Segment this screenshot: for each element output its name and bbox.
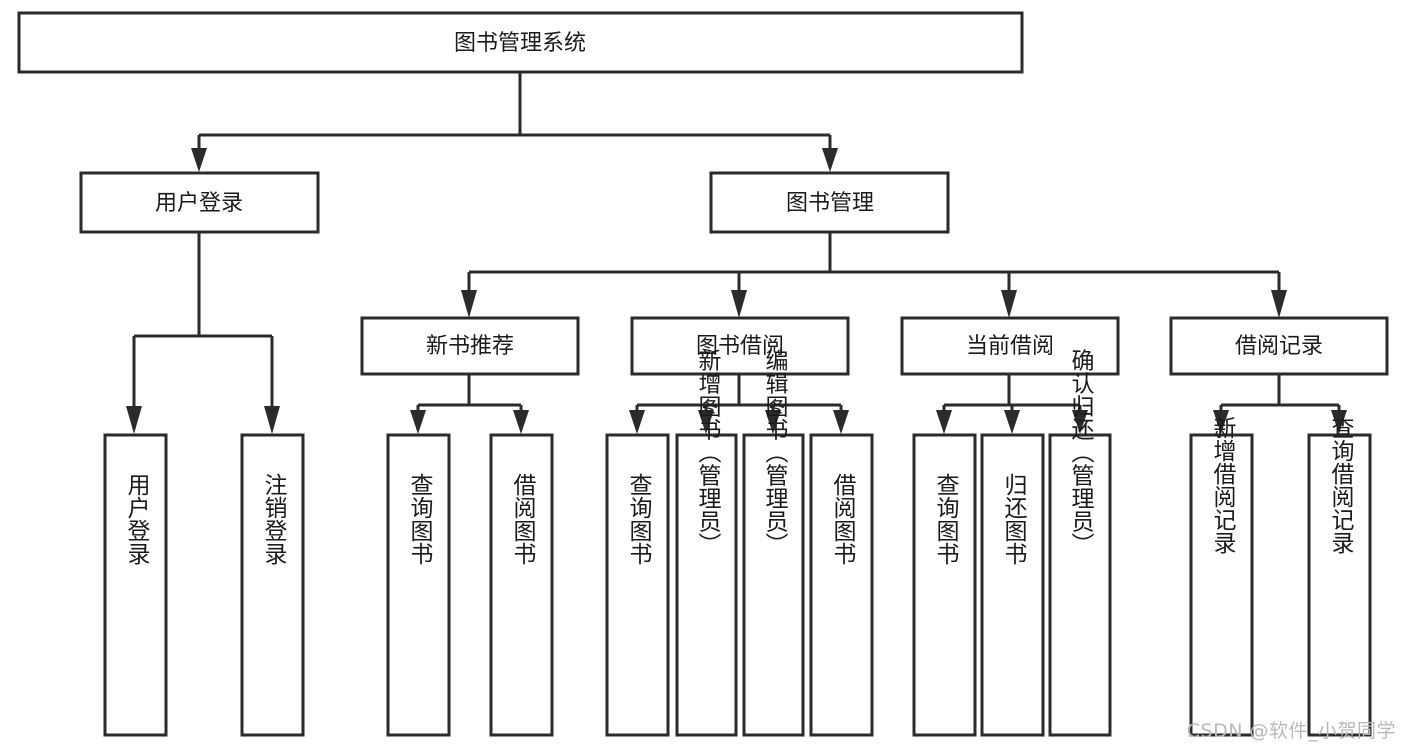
node-leaf-query-record-label: 查询借阅记录	[1327, 416, 1355, 554]
node-leaf-borrow-book-1[interactable]: 借阅图书	[489, 433, 554, 737]
arrowhead-new-book-rec	[461, 290, 477, 318]
node-current-borrow-label: 当前借阅	[966, 334, 1054, 359]
node-leaf-confirm-return-label: 确认归还（管理员）	[1067, 349, 1095, 556]
arrowhead-book-manage	[822, 148, 838, 172]
arrowhead-book-borrow	[731, 290, 747, 318]
node-leaf-borrow-book-1-label: 借阅图书	[509, 473, 537, 565]
node-book-borrow[interactable]: 图书借阅	[630, 316, 850, 376]
node-leaf-query-book-1[interactable]: 查询图书	[386, 433, 451, 737]
node-leaf-query-book-2[interactable]: 查询图书	[605, 433, 670, 737]
node-leaf-add-record[interactable]: 新增借阅记录	[1189, 416, 1254, 737]
node-leaf-confirm-return[interactable]: 确认归还（管理员）	[1048, 349, 1112, 737]
node-leaf-edit-book-box[interactable]	[742, 433, 805, 737]
node-leaf-user-login-box[interactable]	[103, 433, 168, 737]
node-current-borrow[interactable]: 当前借阅	[900, 316, 1120, 376]
arrowhead-leaf-query-book-2	[629, 410, 645, 434]
node-leaf-query-record-box[interactable]	[1307, 433, 1372, 737]
connectors-current-borrow-children	[936, 375, 1088, 434]
node-user-login-label: 用户登录	[155, 191, 243, 216]
node-leaf-return-book-box[interactable]	[980, 433, 1045, 737]
node-root-box[interactable]	[17, 11, 1024, 74]
node-leaf-borrow-book-1-box[interactable]	[489, 433, 554, 737]
node-leaf-user-logout-box[interactable]	[240, 433, 305, 737]
arrowhead-user-login	[191, 148, 207, 172]
arrowhead-leaf-query-book-3	[936, 410, 952, 434]
connectors-new-book-rec-children	[410, 375, 529, 434]
node-leaf-query-record[interactable]: 查询借阅记录	[1307, 416, 1372, 737]
node-new-book-rec-box[interactable]	[360, 316, 580, 376]
node-borrow-record-box[interactable]	[1169, 316, 1389, 376]
node-leaf-user-logout-label: 注销登录	[260, 473, 288, 565]
node-leaf-add-book-label: 新增图书（管理员）	[694, 349, 722, 556]
node-current-borrow-box[interactable]	[900, 316, 1120, 376]
node-borrow-record-label: 借阅记录	[1235, 334, 1323, 359]
connectors-root-to-level1	[191, 72, 838, 172]
node-borrow-record[interactable]: 借阅记录	[1169, 316, 1389, 376]
arrowhead-leaf-borrow-book-1	[513, 410, 529, 434]
node-leaf-user-login[interactable]: 用户登录	[103, 433, 168, 737]
node-leaf-query-book-3-label: 查询图书	[932, 473, 960, 565]
connectors-book-manage-children	[461, 233, 1287, 318]
node-root-label: 图书管理系统	[454, 31, 586, 56]
node-leaf-return-book-label: 归还图书	[1000, 473, 1028, 565]
node-leaf-user-logout[interactable]: 注销登录	[240, 433, 305, 737]
node-user-login[interactable]: 用户登录	[79, 171, 320, 234]
node-leaf-borrow-book-2[interactable]: 借阅图书	[809, 433, 874, 737]
node-leaf-add-record-box[interactable]	[1189, 433, 1254, 737]
arrowhead-leaf-user-login	[126, 406, 142, 434]
node-leaf-return-book[interactable]: 归还图书	[980, 433, 1045, 737]
node-leaf-query-book-1-box[interactable]	[386, 433, 451, 737]
node-book-borrow-label: 图书借阅	[696, 334, 784, 359]
node-leaf-add-book-box[interactable]	[675, 433, 738, 737]
node-leaf-query-book-1-label: 查询图书	[406, 473, 434, 565]
node-leaf-query-book-3-box[interactable]	[912, 433, 977, 737]
arrowhead-leaf-edit-book	[765, 410, 781, 434]
arrowhead-leaf-query-book-1	[410, 410, 426, 434]
node-leaf-borrow-book-2-box[interactable]	[809, 433, 874, 737]
node-user-login-box[interactable]	[79, 171, 320, 234]
node-leaf-edit-book[interactable]: 编辑图书（管理员）	[742, 349, 805, 737]
node-leaf-confirm-return-box[interactable]	[1048, 433, 1112, 737]
node-book-borrow-box[interactable]	[630, 316, 850, 376]
connectors-user-login-children	[126, 233, 280, 434]
node-leaf-query-book-2-box[interactable]	[605, 433, 670, 737]
arrowhead-leaf-add-book	[698, 410, 714, 434]
node-leaf-edit-book-label: 编辑图书（管理员）	[761, 349, 789, 556]
node-leaf-borrow-book-2-label: 借阅图书	[829, 473, 857, 565]
connectors-book-borrow-children	[629, 375, 849, 434]
node-book-manage-box[interactable]	[709, 171, 950, 234]
arrowhead-leaf-return-book	[1004, 410, 1020, 434]
node-leaf-query-book-3[interactable]: 查询图书	[912, 433, 977, 737]
arrowhead-leaf-confirm-return	[1072, 410, 1088, 434]
node-leaf-query-book-2-label: 查询图书	[625, 473, 653, 565]
connectors-borrow-record-children	[1213, 375, 1347, 434]
arrowhead-leaf-query-record	[1331, 410, 1347, 434]
node-book-manage-label: 图书管理	[786, 191, 874, 216]
node-book-manage[interactable]: 图书管理	[709, 171, 950, 234]
arrowhead-leaf-add-record	[1213, 410, 1229, 434]
node-leaf-add-book[interactable]: 新增图书（管理员）	[675, 349, 738, 737]
node-new-book-rec[interactable]: 新书推荐	[360, 316, 580, 376]
node-root[interactable]: 图书管理系统	[17, 11, 1024, 74]
arrowhead-current-borrow	[1001, 290, 1017, 318]
node-new-book-rec-label: 新书推荐	[426, 334, 514, 359]
arrowhead-borrow-record	[1271, 290, 1287, 318]
arrowhead-leaf-borrow-book-2	[833, 410, 849, 434]
arrowhead-leaf-user-logout	[264, 406, 280, 434]
node-leaf-user-login-label: 用户登录	[123, 473, 151, 565]
node-leaf-add-record-label: 新增借阅记录	[1209, 416, 1237, 554]
